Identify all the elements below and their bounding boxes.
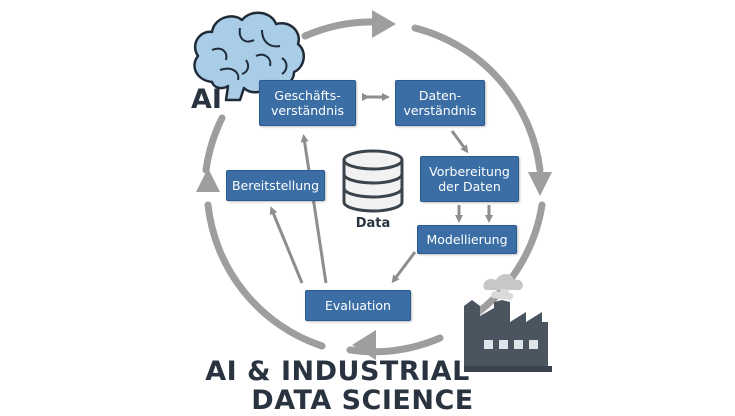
factory-icon <box>464 274 552 372</box>
cycle-arc-top <box>301 18 384 40</box>
cycle-arc-right-top <box>411 24 544 174</box>
data-preparation-box: Vorbereitung der Daten <box>420 156 519 202</box>
cycle-arc-left-top <box>202 114 226 174</box>
outer-cycle <box>202 18 546 356</box>
cycle-arrowhead-bottom <box>352 330 376 360</box>
business-understanding-box: Geschäfts- verständnis <box>259 80 356 126</box>
arrow-data-prep <box>450 130 469 154</box>
arrow-eval-business <box>300 134 328 284</box>
cycle-arrowhead-top <box>372 10 396 38</box>
cycle-arc-left-bottom <box>204 201 326 350</box>
outer-cycle-arrowheads <box>196 10 552 360</box>
cycle-arrowhead-left <box>196 168 220 192</box>
deployment-box: Bereitstellung <box>226 170 325 201</box>
cycle-arc-bottom <box>346 334 444 356</box>
data-understanding-box: Daten- verständnis <box>395 80 485 126</box>
arrow-model-eval <box>391 251 417 284</box>
brain-icon <box>193 11 306 102</box>
cycle-arc-right-bottom <box>466 201 546 322</box>
data-label: Data <box>355 216 391 231</box>
database-icon <box>342 149 404 213</box>
inner-arrows <box>269 93 493 284</box>
title-line-1: AI & INDUSTRIAL <box>205 356 470 387</box>
cycle-arrowhead-right <box>528 172 552 196</box>
modeling-box: Modellierung <box>417 225 517 254</box>
title-line-2: DATA SCIENCE <box>251 385 474 416</box>
evaluation-box: Evaluation <box>305 290 411 321</box>
arrow-eval-deploy <box>269 206 304 284</box>
ai-label: AI <box>191 84 222 115</box>
